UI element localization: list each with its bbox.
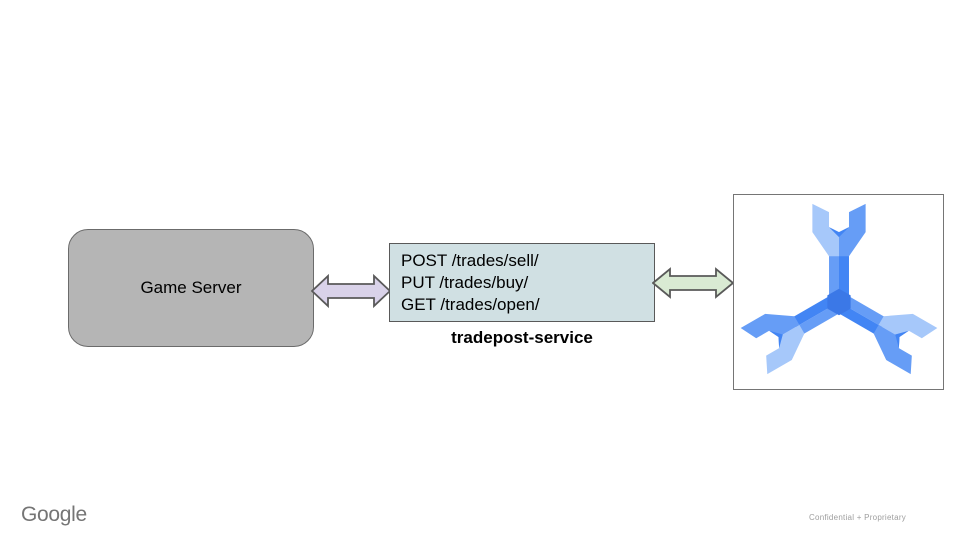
tradepost-service-caption: tradepost-service — [451, 328, 593, 347]
endpoint-post: POST /trades/sell/ — [401, 251, 539, 270]
logo-image-frame — [733, 194, 944, 390]
endpoint-get: GET /trades/open/ — [401, 295, 540, 314]
endpoint-put: PUT /trades/buy/ — [401, 273, 529, 292]
double-arrow-icon — [311, 273, 391, 309]
game-server-node: Game Server — [68, 229, 314, 347]
agones-logo — [740, 203, 938, 375]
game-server-label: Game Server — [140, 278, 242, 297]
double-arrow-icon — [652, 267, 734, 299]
google-logo: Google — [21, 503, 87, 526]
tradepost-service-node: POST /trades/sell/ PUT /trades/buy/ GET … — [389, 243, 655, 322]
confidential-notice: Confidential + Proprietary — [809, 513, 906, 522]
